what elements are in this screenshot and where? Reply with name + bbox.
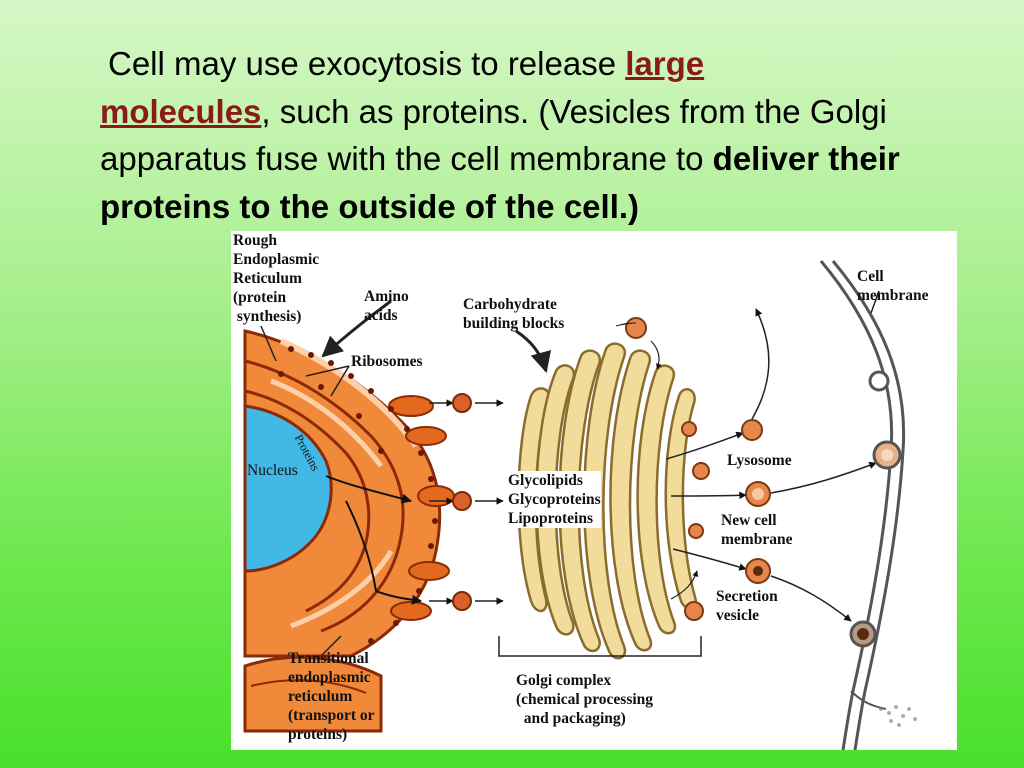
slide-paragraph: Cell may use exocytosis to release large… <box>100 40 980 230</box>
transport-vesicles <box>429 393 504 611</box>
label-secretion-vesicle: Secretion vesicle <box>716 588 778 624</box>
highlight-large: large <box>625 45 705 82</box>
label-golgi-complex: Golgi complex (chemical processing and p… <box>516 672 654 727</box>
lysosome-vesicle <box>741 419 763 441</box>
label-nucleus: Nucleus <box>247 462 298 479</box>
text-part-1: Cell may use exocytosis to release <box>108 45 626 82</box>
label-ribosomes: Ribosomes <box>351 353 423 370</box>
exocytosis-diagram: Rough Endoplasmic Reticulum (protein syn… <box>231 231 957 750</box>
endoplasmic-reticulum <box>243 329 455 733</box>
label-transitional-er: Transitional endoplasmic reticulum (tran… <box>288 650 375 743</box>
label-carbohydrate: Carbohydrate building blocks <box>463 296 565 332</box>
highlight-molecules: molecules <box>100 92 262 130</box>
nucleus <box>243 404 333 573</box>
text-part-2: , such as proteins. (Vesicles from the G… <box>100 92 887 178</box>
golgi-complex <box>517 342 697 660</box>
label-lysosome: Lysosome <box>727 452 792 469</box>
diagram-drawing <box>243 260 917 750</box>
label-amino-acids: Amino acids <box>364 288 409 324</box>
label-glyco: Glycolipids Glycoproteins Lipoproteins <box>508 471 601 528</box>
label-new-cell-membrane: New cell membrane <box>721 512 793 548</box>
label-cell-membrane: Cell membrane <box>857 268 929 304</box>
label-rough-er: Rough Endoplasmic Reticulum (protein syn… <box>233 232 320 325</box>
cell-membrane <box>819 260 906 750</box>
text-bold: deliver their proteins to the outside of… <box>100 140 900 225</box>
